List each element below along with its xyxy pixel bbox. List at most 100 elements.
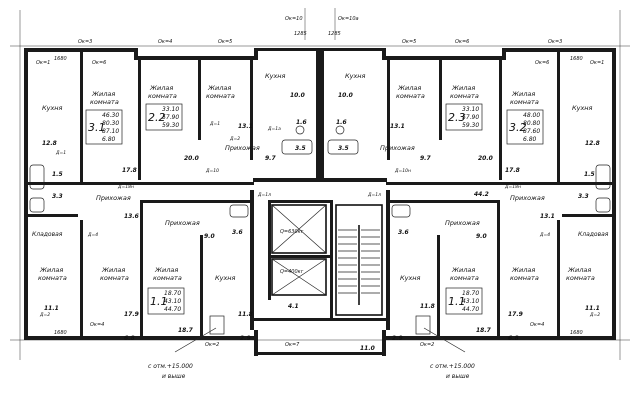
apartment-area-value: 6.80 bbox=[523, 136, 537, 143]
window-label-3: Ок=5 bbox=[218, 39, 232, 45]
window-label-15: Ок=7 bbox=[285, 342, 300, 348]
room-label-kitchen-4: Кухня bbox=[572, 104, 593, 112]
apartment-area-value: 46.30 bbox=[102, 112, 119, 119]
area-bot-3: 11.8 bbox=[238, 311, 253, 318]
room-label-living-2b: комната bbox=[148, 92, 177, 100]
area-top-4: 13.1 bbox=[238, 123, 253, 130]
area-top-8: 9.7 bbox=[265, 155, 276, 162]
window-label-16: Ок=2 bbox=[420, 342, 434, 348]
window-label-13: Ок=4 bbox=[90, 322, 104, 328]
apartment-area-value: 48.00 bbox=[523, 112, 540, 119]
area-bot-13: 18.7 bbox=[178, 327, 194, 334]
area-bot-10: 11.0 bbox=[360, 345, 375, 352]
area-mid-4: 44.2 bbox=[474, 191, 489, 198]
apartment-area-value: 33.10 bbox=[462, 106, 479, 113]
room-label-living-4b: комната bbox=[396, 92, 425, 100]
area-top-13: 13.1 bbox=[390, 123, 405, 130]
window-label-17: Ок=4 bbox=[530, 322, 544, 328]
elevator-shafts bbox=[271, 204, 327, 296]
area-mid-5: 13.1 bbox=[540, 213, 555, 220]
staircase-frame bbox=[335, 204, 383, 316]
area-top-5: 10.0 bbox=[290, 92, 305, 99]
room-label-living-7b: комната bbox=[38, 274, 67, 282]
note-right-1: с отм.+15.000 bbox=[430, 363, 475, 370]
apartment-number: 2.3 bbox=[448, 111, 466, 124]
apartment-area-value: 80.30 bbox=[102, 120, 119, 127]
elevator-label-2: Q=400кг bbox=[280, 269, 304, 275]
apartment-area-value: 33.10 bbox=[162, 106, 179, 113]
dim-1680-bl: 1680 bbox=[54, 330, 67, 336]
area-bot-4: 4.1 bbox=[288, 303, 299, 310]
window-label-10: Ок=6 bbox=[92, 60, 106, 66]
room-label-living-6a: Жилая bbox=[511, 90, 535, 98]
room-label-living-7a: Жилая bbox=[39, 266, 63, 274]
bathroom-fixtures bbox=[29, 125, 611, 335]
apartment-number: 1.1 bbox=[150, 295, 168, 308]
door-2: Д=1 bbox=[209, 121, 220, 127]
elevator-label-1: Q=630кг bbox=[280, 229, 304, 235]
staircase bbox=[335, 204, 383, 316]
apartment-area-value: 44.70 bbox=[462, 306, 479, 313]
area-top-11: 3.5 bbox=[338, 145, 349, 152]
room-label-living-11b: комната bbox=[510, 274, 539, 282]
apartment-area-value: 57.90 bbox=[462, 114, 479, 121]
apartment-number: 3.1 bbox=[88, 121, 106, 134]
room-label-hall-5: Прихожая bbox=[165, 219, 200, 227]
window-label-8: Ок=3 bbox=[548, 39, 562, 45]
area-top-15: 17.8 bbox=[505, 167, 520, 174]
area-top-2: 17.8 bbox=[122, 167, 137, 174]
apartment-area-value: 44.70 bbox=[164, 306, 181, 313]
area-mid-8: 3.6 bbox=[398, 229, 409, 236]
apartment-box-frame bbox=[506, 109, 544, 145]
area-top-7: 3.5 bbox=[295, 145, 306, 152]
apartment-area-value: 59.30 bbox=[162, 122, 179, 129]
window-labels: Ок=3 Ок=4 Ок=5 Ок=10 Ок=10а Ок=5 Ок=6 Ок… bbox=[36, 16, 604, 348]
room-label-living-3b: комната bbox=[206, 92, 235, 100]
area-mid-3: 13.6 bbox=[124, 213, 139, 220]
room-label-hall-6: Прихожая bbox=[445, 219, 480, 227]
door-13: Д=2 bbox=[39, 312, 50, 318]
apartment-number: 2.2 bbox=[148, 111, 166, 124]
note-right-2: и выше bbox=[446, 373, 470, 380]
door-11: Д=4 bbox=[87, 232, 98, 238]
window-label-12: Ок=1 bbox=[590, 60, 604, 66]
room-label-living-12a: Жилая bbox=[567, 266, 591, 274]
room-label-living-1a: Жилая bbox=[91, 90, 115, 98]
room-label-living-5b: комната bbox=[450, 92, 479, 100]
dim-1285-right: 1285 bbox=[328, 31, 341, 37]
apartment-area-value: 18.70 bbox=[462, 290, 479, 297]
room-label-living-8a: Жилая bbox=[101, 266, 125, 274]
door-labels: Д=1 Д=1 Д=2 Д=1a Д=10 Д=10н Д=18н Д=18н … bbox=[39, 121, 600, 318]
area-bot-9: 2.9 bbox=[240, 335, 251, 342]
apartment-box-frame bbox=[145, 103, 183, 131]
room-label-living-6b: комната bbox=[510, 98, 539, 106]
door-4: Д=1a bbox=[267, 126, 281, 132]
room-label-living-9b: комната bbox=[153, 274, 182, 282]
apartment-area-value: 59.30 bbox=[462, 122, 479, 129]
room-label-hall-3: Прихожая bbox=[96, 194, 131, 202]
door-5: Д=10 bbox=[205, 168, 219, 174]
door-3: Д=2 bbox=[229, 136, 240, 142]
room-label-hall-1: Прихожая bbox=[225, 144, 260, 152]
window-label-5: Ок=10а bbox=[338, 16, 359, 22]
door-8: Д=18н bbox=[504, 184, 521, 190]
room-label-living-4a: Жилая bbox=[397, 84, 421, 92]
dimension-numbers: 1680 1680 1285 1285 1680 1680 bbox=[54, 31, 583, 336]
dim-1680-right: 1680 bbox=[570, 56, 583, 62]
area-bot-7: 11.1 bbox=[585, 305, 600, 312]
area-mid-9: 9.0 bbox=[476, 233, 487, 240]
room-label-kitchen-3: Кухня bbox=[345, 72, 366, 80]
apartment-area-value: 87.10 bbox=[102, 128, 119, 135]
area-bot-12: 6.8 bbox=[508, 335, 519, 342]
room-label-living-12b: комната bbox=[566, 274, 595, 282]
room-label-hall-2: Прихожая bbox=[380, 144, 415, 152]
room-areas: 12.8 17.8 20.0 13.1 10.0 1.6 3.5 9.7 1.6… bbox=[42, 92, 600, 352]
apartment-box-frame bbox=[445, 287, 483, 315]
room-labels: Кухня Жилая комната Жилая комната Жилая … bbox=[32, 72, 609, 282]
room-label-living-2a: Жилая bbox=[149, 84, 173, 92]
room-label-living-9a: Жилая bbox=[154, 266, 178, 274]
